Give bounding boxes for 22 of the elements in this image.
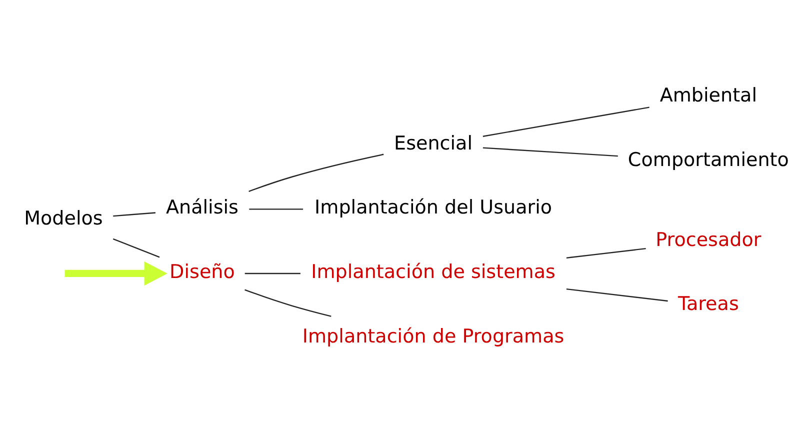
connector xyxy=(112,238,160,258)
node-text: Implantación de sistemas xyxy=(310,260,555,283)
node-text: Tareas xyxy=(677,292,738,315)
node-text: Modelos xyxy=(24,206,102,229)
node-text: Implantación de Programas xyxy=(302,324,564,347)
node-text: Comportamiento xyxy=(627,148,788,171)
arrow xyxy=(64,260,167,286)
connector xyxy=(482,146,618,156)
node-text: Análisis xyxy=(165,196,238,218)
connector xyxy=(248,208,303,210)
connector xyxy=(566,288,668,302)
connector xyxy=(112,212,156,216)
connector xyxy=(482,106,649,136)
node-text: Implantación del Usuario xyxy=(314,196,552,218)
connector xyxy=(244,272,300,274)
connector xyxy=(566,247,646,258)
node-text: Ambiental xyxy=(659,84,757,106)
node-text: Diseño xyxy=(169,260,234,283)
connector xyxy=(244,288,331,316)
connector xyxy=(248,153,384,192)
node-text: Procesador xyxy=(655,228,761,250)
node-text: Esencial xyxy=(394,132,472,154)
